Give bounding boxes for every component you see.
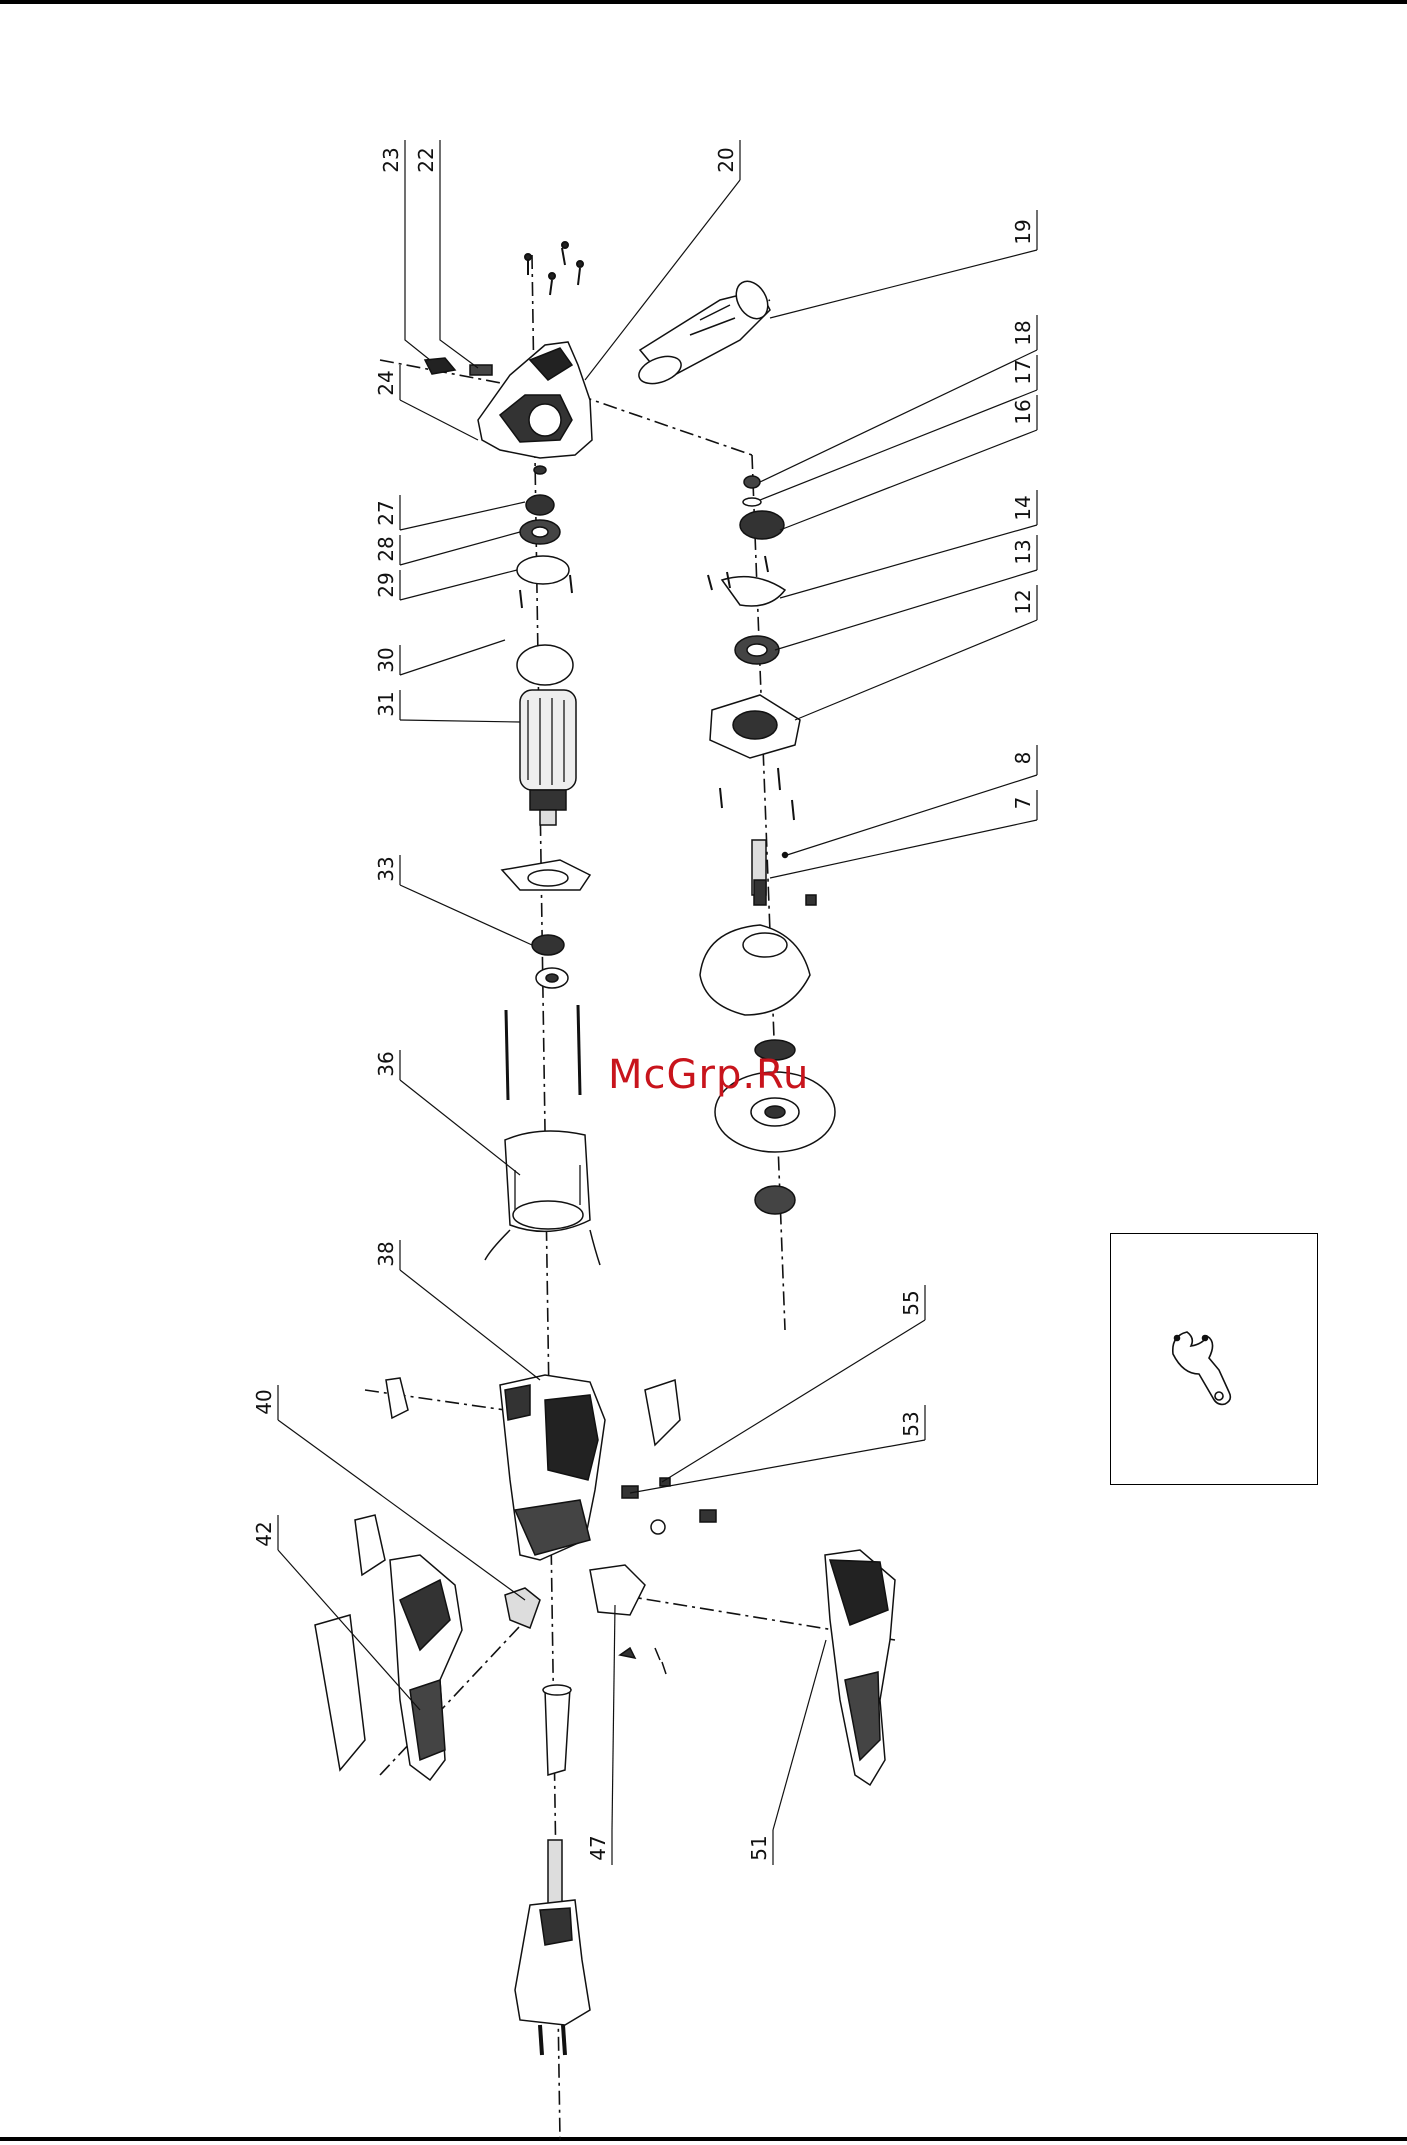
callout-20: 20 xyxy=(714,147,738,172)
callout-28: 28 xyxy=(374,536,398,561)
callout-24: 24 xyxy=(374,370,398,395)
callout-14: 14 xyxy=(1011,495,1035,520)
callout-38: 38 xyxy=(374,1241,398,1266)
spindle xyxy=(752,840,788,905)
armature xyxy=(517,645,576,825)
motor-housing xyxy=(500,1375,605,1560)
callout-29: 29 xyxy=(374,572,398,597)
bearing-set xyxy=(517,466,569,584)
callout-30: 30 xyxy=(374,647,398,672)
spanner-wrench-icon xyxy=(1111,1234,1316,1483)
callout-12: 12 xyxy=(1011,589,1035,614)
callout-47: 47 xyxy=(586,1835,610,1860)
spindle-lock xyxy=(425,358,492,375)
callout-33: 33 xyxy=(374,856,398,881)
callout-7: 7 xyxy=(1011,797,1035,810)
side-handle xyxy=(635,276,774,389)
switch-parts xyxy=(505,1565,666,1674)
callout-51: 51 xyxy=(747,1835,771,1860)
watermark-text: McGrp.Ru xyxy=(608,1052,809,1098)
callout-13: 13 xyxy=(1011,539,1035,564)
callout-53: 53 xyxy=(899,1411,923,1436)
callout-22: 22 xyxy=(414,147,438,172)
handle-right-half xyxy=(825,1550,895,1785)
baffle-ring xyxy=(502,860,590,890)
gear-stack xyxy=(710,476,800,758)
switch-axis-line xyxy=(365,1390,505,1410)
callout-8: 8 xyxy=(1011,752,1035,765)
accessory-inset-box xyxy=(1110,1233,1318,1485)
housing-screws xyxy=(525,242,583,295)
callout-42: 42 xyxy=(252,1521,276,1546)
callout-31: 31 xyxy=(374,691,398,716)
callout-18: 18 xyxy=(1011,320,1035,345)
leader-lines xyxy=(278,140,1037,1865)
rear-bearing xyxy=(532,935,568,988)
handle-left-half xyxy=(315,1515,462,1780)
callout-55: 55 xyxy=(899,1290,923,1315)
power-plug xyxy=(515,1840,590,2055)
gear-housing xyxy=(478,342,592,458)
callout-16: 16 xyxy=(1011,399,1035,424)
gear-axis-line xyxy=(578,395,752,455)
callout-23: 23 xyxy=(379,147,403,172)
callout-19: 19 xyxy=(1011,219,1035,244)
callout-40: 40 xyxy=(252,1389,276,1414)
cord-protector xyxy=(543,1685,571,1775)
callout-36: 36 xyxy=(374,1051,398,1076)
stator xyxy=(485,1131,600,1265)
callout-27: 27 xyxy=(374,500,398,525)
callout-17: 17 xyxy=(1011,359,1035,384)
callout-labels: 23 22 20 19 18 17 16 14 13 12 8 7 24 27 28 29 30 31 33 36 38… xyxy=(252,147,1035,1860)
wheel-guard xyxy=(700,895,816,1015)
